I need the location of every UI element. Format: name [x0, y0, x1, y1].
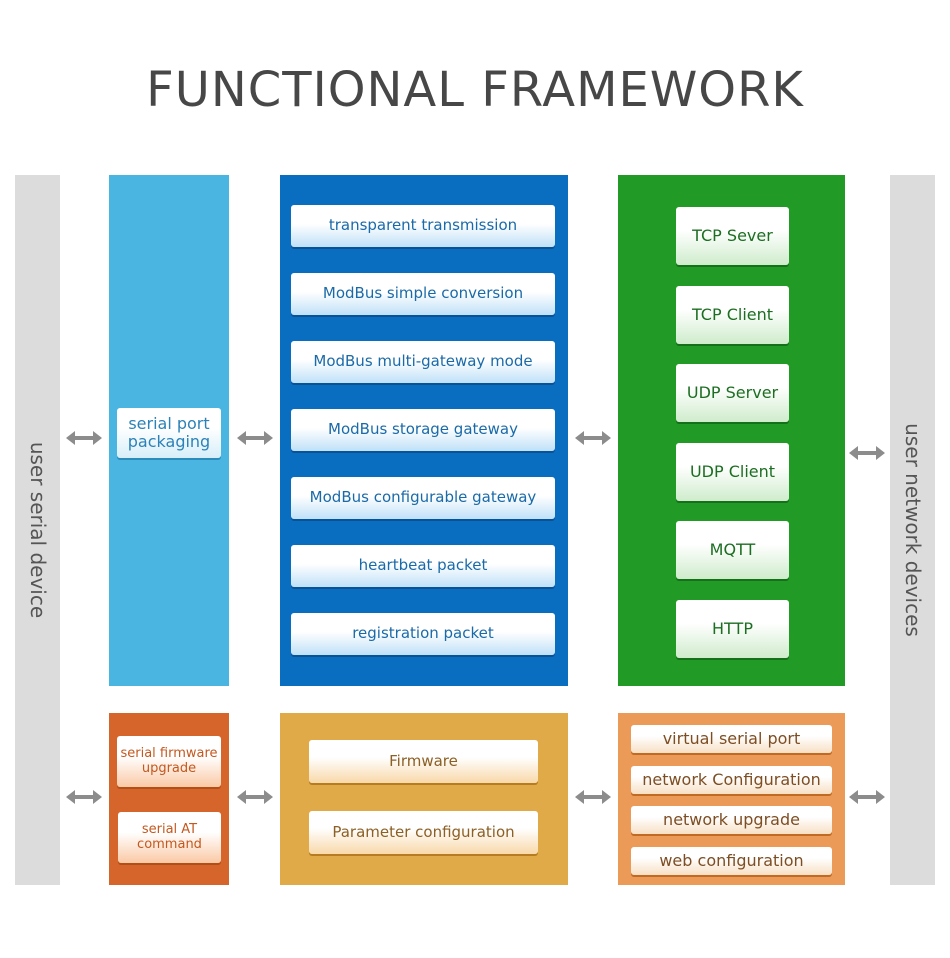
network-protocol-item: MQTT	[676, 521, 789, 579]
double-arrow-icon	[575, 431, 611, 445]
user-serial-device-label: user serial device	[25, 441, 50, 619]
user-serial-device-panel: user serial device	[15, 175, 60, 885]
double-arrow-icon	[575, 790, 611, 804]
double-arrow-icon	[237, 431, 273, 445]
protocol-column: transparent transmission ModBus simple c…	[280, 175, 568, 686]
protocol-item: ModBus simple conversion	[291, 273, 555, 315]
network-protocol-item: UDP Client	[676, 443, 789, 501]
double-arrow-icon	[237, 790, 273, 804]
network-config-item: virtual serial port	[631, 725, 832, 753]
network-protocol-item: TCP Client	[676, 286, 789, 344]
network-config-column: virtual serial port network Configuratio…	[618, 713, 845, 885]
network-protocol-item: HTTP	[676, 600, 789, 658]
device-config-item: Firmware	[309, 740, 538, 783]
serial-port-packaging-box: serial port packaging	[117, 408, 221, 458]
serial-packaging-column: serial port packaging	[109, 175, 229, 686]
protocol-item: transparent transmission	[291, 205, 555, 247]
device-config-column: Firmware Parameter configuration	[280, 713, 568, 885]
double-arrow-icon	[849, 446, 885, 460]
protocol-item: ModBus multi-gateway mode	[291, 341, 555, 383]
double-arrow-icon	[66, 790, 102, 804]
double-arrow-icon	[849, 790, 885, 804]
protocol-item: ModBus configurable gateway	[291, 477, 555, 519]
serial-config-item: serial AT command	[118, 812, 221, 863]
protocol-item: ModBus storage gateway	[291, 409, 555, 451]
page-title: FUNCTIONAL FRAMEWORK	[146, 62, 804, 118]
protocol-item: heartbeat packet	[291, 545, 555, 587]
network-config-item: network upgrade	[631, 806, 832, 834]
network-protocol-item: TCP Sever	[676, 207, 789, 265]
double-arrow-icon	[66, 431, 102, 445]
serial-config-item: serial firmware upgrade	[117, 736, 221, 787]
protocol-item: registration packet	[291, 613, 555, 655]
device-config-item: Parameter configuration	[309, 811, 538, 854]
network-config-item: network Configuration	[631, 766, 832, 794]
network-protocol-column: TCP Sever TCP Client UDP Server UDP Clie…	[618, 175, 845, 686]
serial-config-column: serial firmware upgrade serial AT comman…	[109, 713, 229, 885]
user-network-devices-label: user network devices	[900, 423, 925, 637]
user-network-devices-panel: user network devices	[890, 175, 935, 885]
network-config-item: web configuration	[631, 847, 832, 875]
network-protocol-item: UDP Server	[676, 364, 789, 422]
